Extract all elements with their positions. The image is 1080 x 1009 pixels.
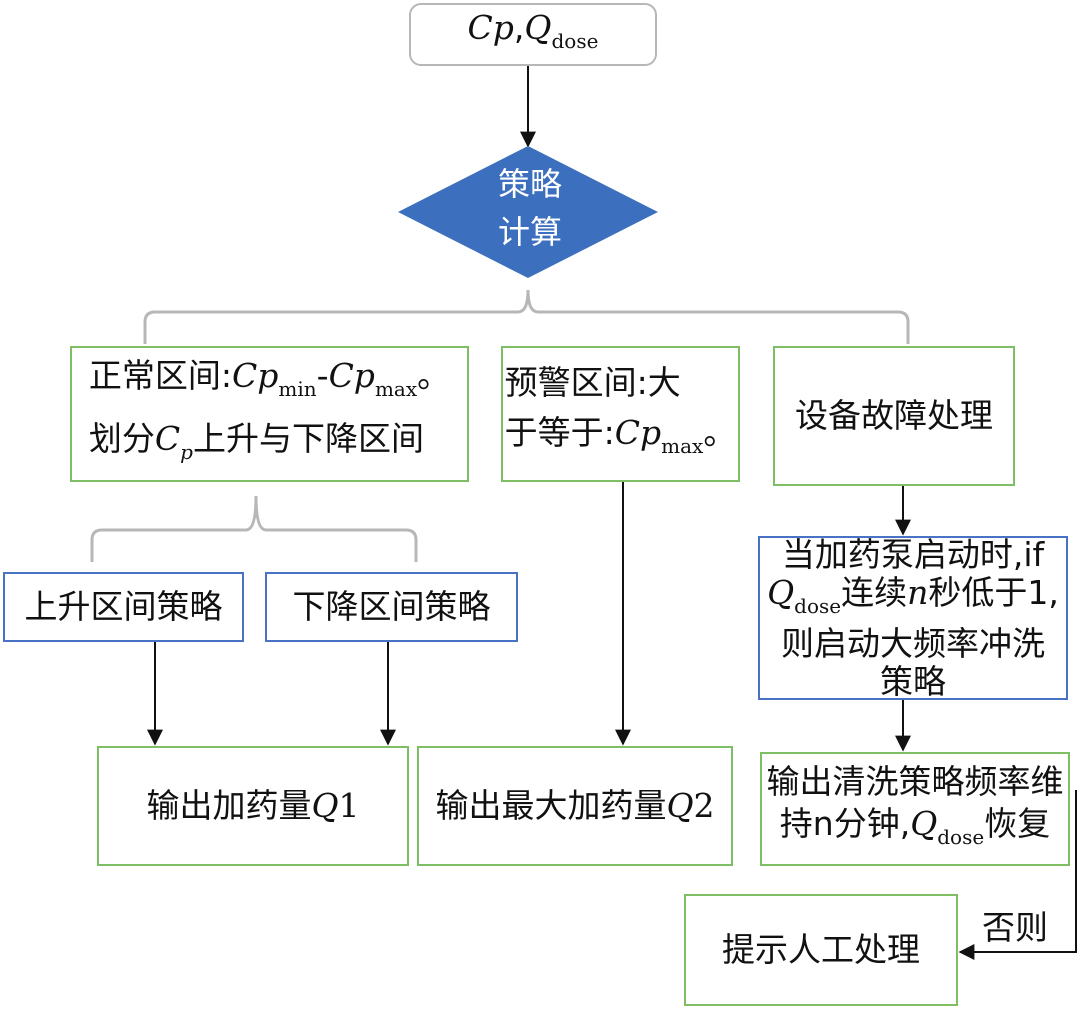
fall-strategy-text: 下降区间策略	[292, 587, 491, 626]
input-text: Cp,Qdose	[467, 8, 599, 53]
manual-handling-text: 提示人工处理	[722, 930, 920, 969]
sub-branch-bracket	[90, 495, 418, 562]
cleaning-output-text: 输出清洗策略频率维 持n分钟,Qdose恢复	[766, 761, 1064, 849]
output-dosage-text: 输出加药量Q1	[146, 786, 360, 825]
manual-handling-box: 提示人工处理	[684, 894, 958, 1006]
rise-strategy-box: 上升区间策略	[3, 572, 244, 642]
cleaning-output-box: 输出清洗策略频率维 持n分钟,Qdose恢复	[760, 752, 1070, 866]
decision-label: 策略 计算	[497, 165, 562, 251]
normal-range-text: 正常区间:Cpmin-Cpmax。 划分Cp上升与下降区间	[88, 356, 451, 464]
warning-range-text: 预警区间:大 于等于:Cpmax。	[504, 362, 737, 458]
pump-start-box: 当加药泵启动时,if Qdose连续n秒低于1, 则启动大频率冲洗 策略	[758, 534, 1068, 701]
pump-start-text: 当加药泵启动时,if Qdose连续n秒低于1, 则启动大频率冲洗 策略	[767, 534, 1059, 701]
warning-range-box: 预警区间:大 于等于:Cpmax。	[501, 346, 740, 482]
fault-handling-box: 设备故障处理	[773, 346, 1015, 486]
otherwise-label: 否则	[982, 908, 1048, 947]
output-dosage-box: 输出加药量Q1	[97, 746, 409, 866]
fall-strategy-box: 下降区间策略	[265, 572, 518, 642]
output-max-dosage-text: 输出最大加药量Q2	[435, 786, 715, 825]
decision-diamond	[398, 146, 658, 278]
output-max-dosage-box: 输出最大加药量Q2	[417, 746, 733, 866]
arrow-clean-to-manual	[958, 790, 1077, 960]
fault-handling-text: 设备故障处理	[795, 396, 993, 435]
rise-strategy-text: 上升区间策略	[24, 587, 223, 626]
branch-bracket	[143, 289, 910, 344]
input-box: Cp,Qdose	[409, 3, 657, 66]
normal-range-box: 正常区间:Cpmin-Cpmax。 划分Cp上升与下降区间	[70, 346, 469, 482]
